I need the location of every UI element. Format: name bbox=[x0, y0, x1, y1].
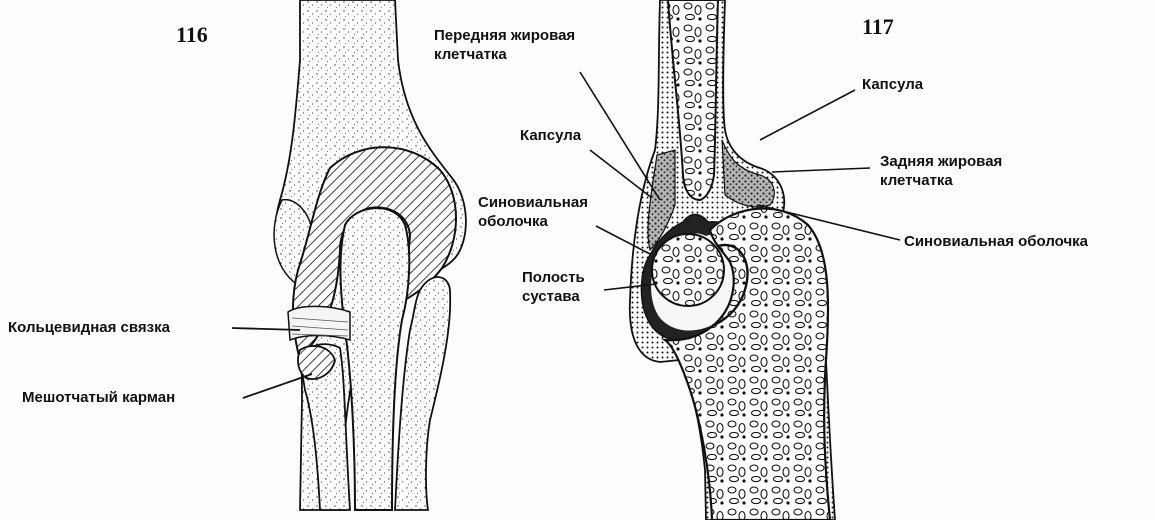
label-joint-cavity-line2: сустава bbox=[522, 287, 585, 306]
label-joint-cavity-line1: Полость bbox=[522, 268, 585, 287]
label-anterior-fat-pad-line1: Передняя жировая bbox=[434, 26, 575, 45]
label-capsule-right: Капсула bbox=[862, 75, 923, 94]
leader-posterior-fat bbox=[772, 168, 870, 172]
leader-capsule-right bbox=[760, 90, 855, 140]
humeral-head bbox=[652, 234, 724, 306]
figure-number-116: 116 bbox=[176, 22, 208, 48]
label-synovial-right: Синовиальная оболочка bbox=[904, 232, 1088, 251]
label-posterior-fat-pad-line1: Задняя жировая bbox=[880, 152, 1002, 171]
figure-116-elbow-external-view bbox=[232, 0, 466, 510]
label-synovial-left: Синовиальная оболочка bbox=[478, 193, 588, 231]
label-annular-ligament: Кольцевидная связка bbox=[8, 318, 170, 337]
label-synovial-left-line1: Синовиальная bbox=[478, 193, 588, 212]
label-anterior-fat-pad-line2: клетчатка bbox=[434, 45, 575, 64]
label-posterior-fat-pad: Задняя жировая клетчатка bbox=[880, 152, 1002, 190]
leader-capsule-left bbox=[590, 150, 652, 198]
leader-anterior-fat bbox=[580, 72, 660, 200]
label-capsule-left: Капсула bbox=[520, 126, 581, 145]
figure-117-elbow-sagittal-section bbox=[580, 0, 900, 520]
label-posterior-fat-pad-line2: клетчатка bbox=[880, 171, 1002, 190]
figure-number-117: 117 bbox=[862, 14, 894, 40]
label-joint-cavity: Полость сустава bbox=[522, 268, 585, 306]
label-saccular-recess: Мешотчатый карман bbox=[22, 388, 175, 407]
label-anterior-fat-pad: Передняя жировая клетчатка bbox=[434, 26, 575, 64]
label-synovial-left-line2: оболочка bbox=[478, 212, 588, 231]
